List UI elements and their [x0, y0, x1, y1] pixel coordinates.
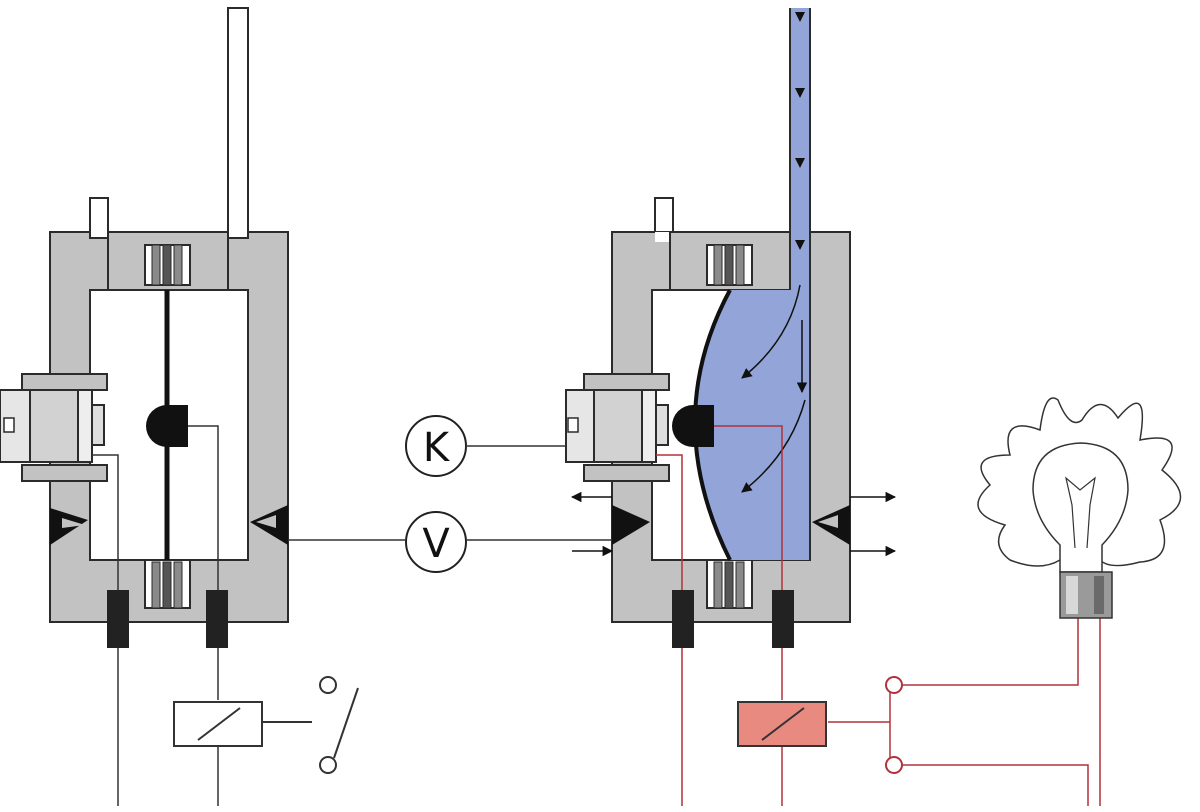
label-k: K [423, 425, 451, 471]
flow-arrows [795, 12, 805, 250]
label-v-circle [405, 511, 467, 573]
lightbulb-icon [977, 397, 1182, 619]
right-adjust-screw [565, 373, 670, 482]
label-v-group: V [405, 511, 612, 573]
label-k-group: K [405, 415, 565, 477]
right-contact [672, 405, 714, 447]
left-contact [146, 405, 188, 447]
left-terminal-1 [107, 590, 129, 648]
left-switch-icon [319, 676, 359, 774]
right-fluid [695, 8, 810, 560]
right-switch-icon [885, 676, 903, 774]
left-adjust-screw [0, 373, 108, 482]
left-inlet-tube [227, 7, 249, 239]
right-seal-left [612, 505, 650, 545]
left-vent-tube [89, 197, 109, 239]
left-relay-coil-icon [173, 701, 312, 747]
right-relay-coil-icon [737, 701, 827, 747]
left-terminal-2 [206, 590, 228, 648]
right-pressure-switch [565, 8, 1182, 806]
left-pressure-switch [0, 7, 405, 806]
label-v: V [422, 521, 450, 567]
vent-arrows [570, 491, 897, 557]
right-terminal-1 [672, 590, 694, 648]
right-terminal-2 [772, 590, 794, 648]
